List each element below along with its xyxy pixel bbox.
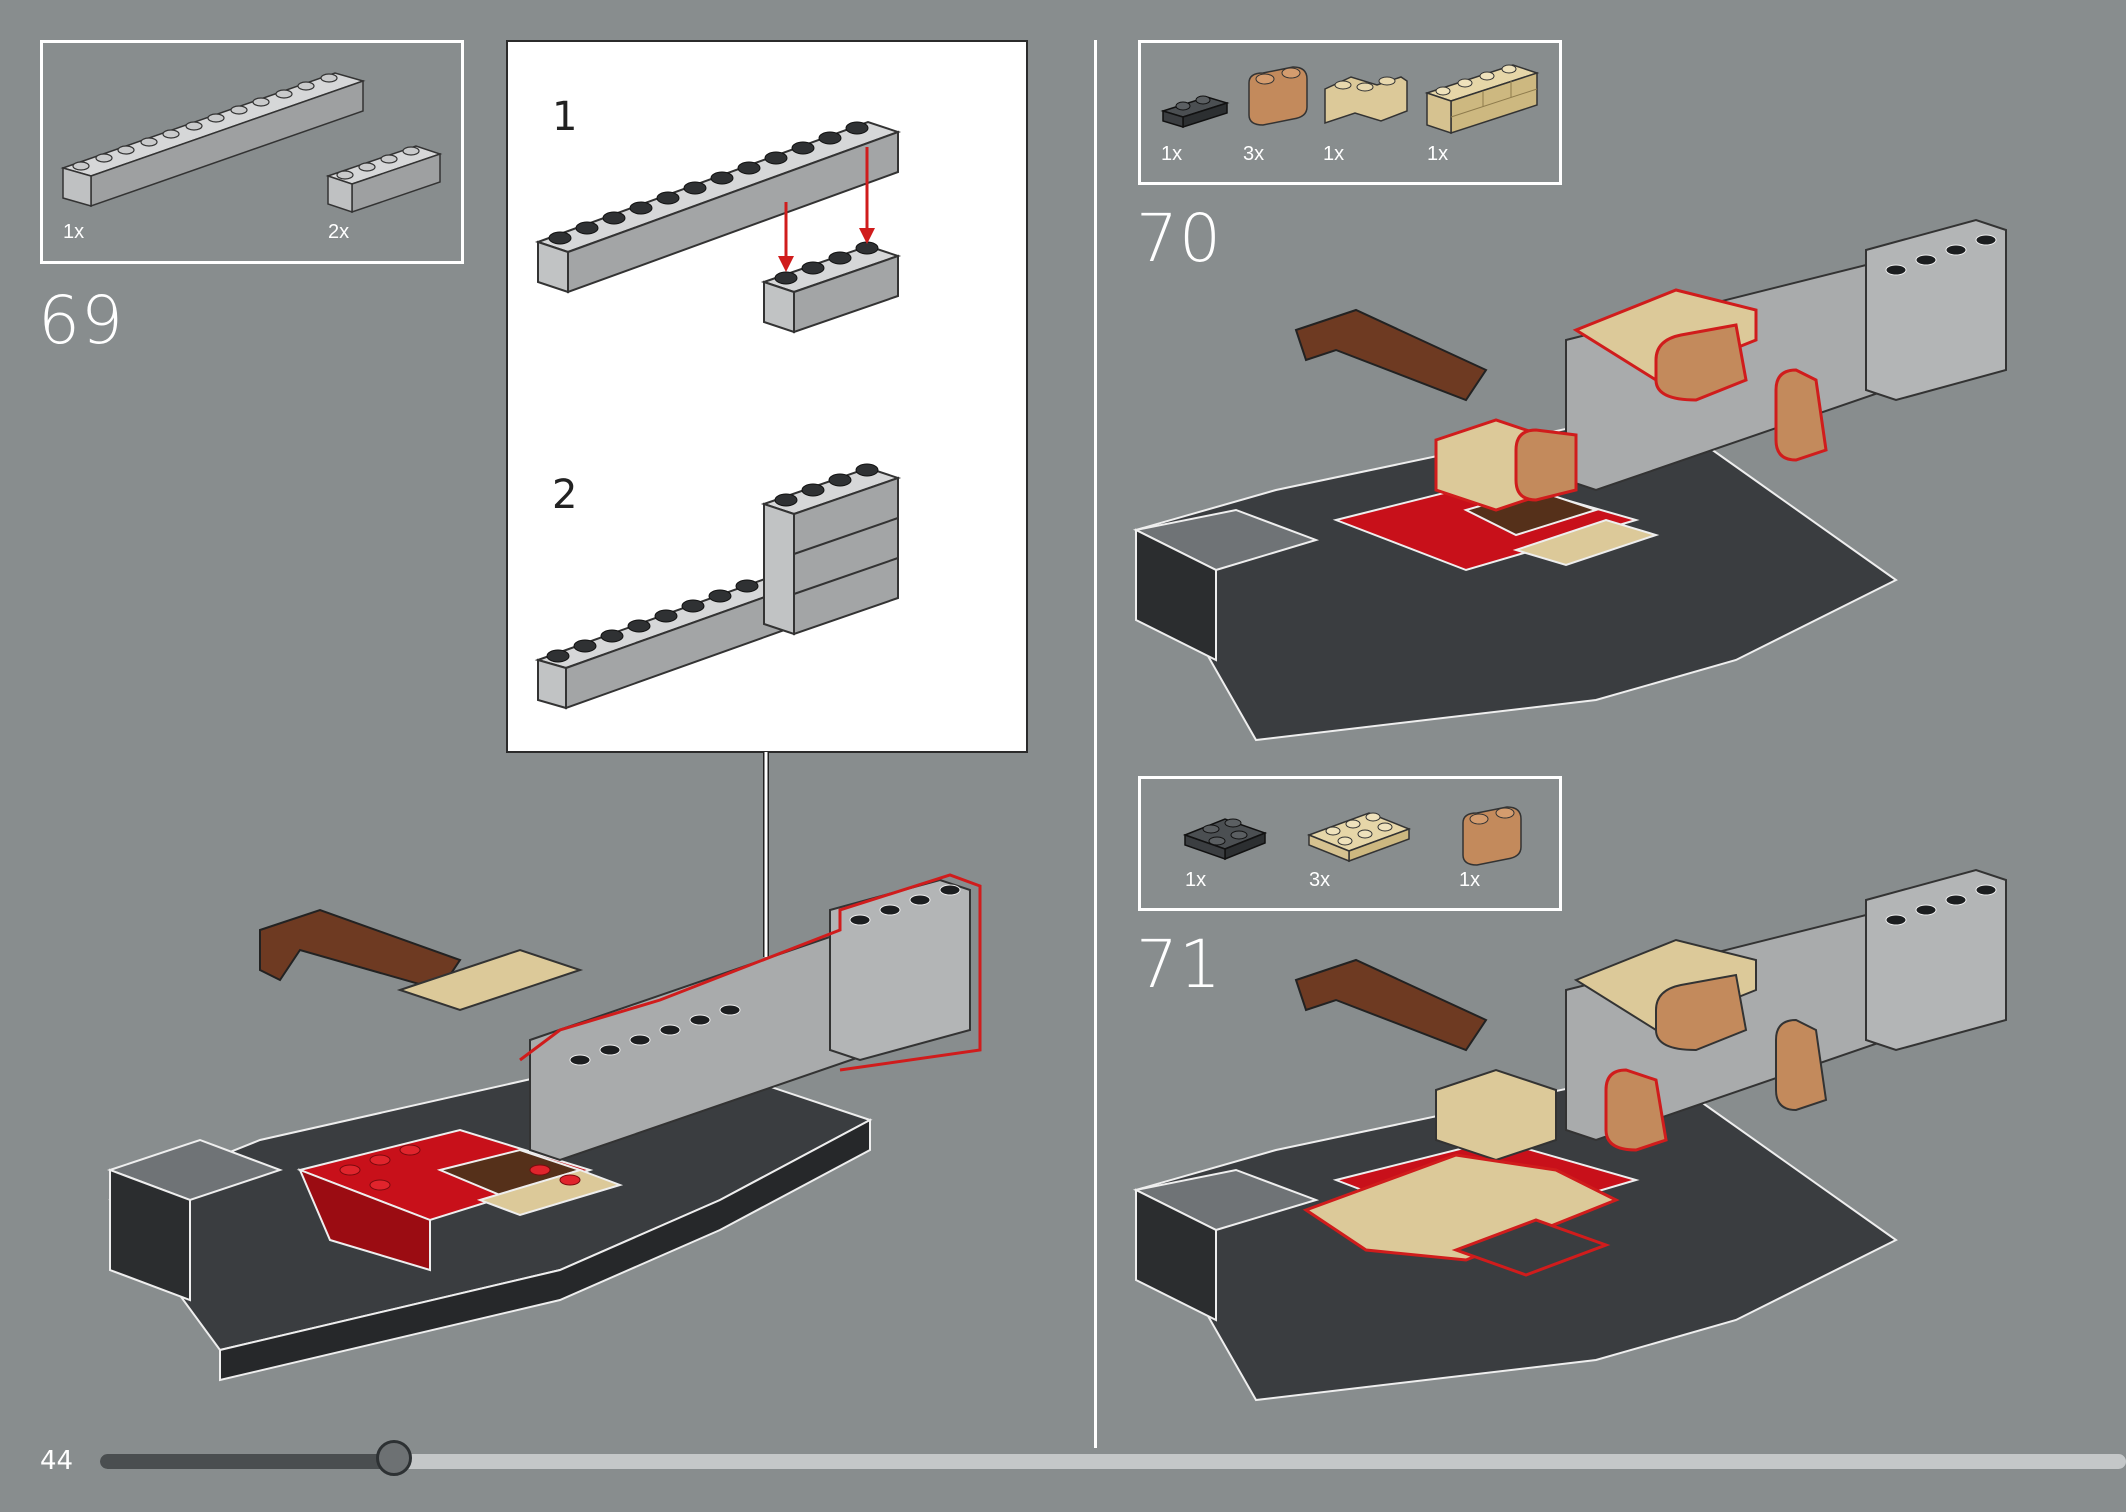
- part-qty: 1x: [1323, 143, 1345, 165]
- model-illustration-step-69: [107, 873, 982, 1382]
- nougat-round-brick-icon: [1462, 806, 1522, 866]
- progress-track[interactable]: [100, 1454, 2126, 1469]
- nougat-round-brick-icon: [1248, 66, 1308, 126]
- progress-slider-handle[interactable]: [376, 1440, 412, 1476]
- tan-2x3-plate-icon: [1306, 812, 1412, 863]
- part-qty: 1x: [1161, 143, 1183, 165]
- model-illustration-step-70: [1132, 218, 2007, 742]
- sub-assembly-callout: 1 2: [506, 40, 1028, 753]
- page-number: 44: [40, 1446, 74, 1476]
- red-arrow-icon: [778, 147, 875, 272]
- page-divider: [1094, 40, 1097, 1448]
- step-number: 71: [1136, 926, 1222, 1003]
- part-qty: 3x: [1309, 869, 1331, 891]
- part-qty: 1x: [1459, 869, 1481, 891]
- parts-list-step-70: 1x 3x 1x 1x: [1138, 40, 1562, 185]
- black-2x2-plate-icon: [1182, 818, 1268, 861]
- substep-1-illustration: [534, 120, 902, 334]
- model-illustration-step-71: [1132, 868, 2007, 1402]
- part-qty: 1x: [1185, 869, 1207, 891]
- progress-fill: [100, 1454, 394, 1469]
- parts-list-step-71: 1x 3x 1x: [1138, 776, 1562, 911]
- tan-corner-brick-icon: [1324, 76, 1408, 125]
- part-qty: 1x: [1427, 143, 1449, 165]
- part-qty: 2x: [328, 221, 350, 243]
- tan-masonry-brick-icon: [1424, 64, 1540, 135]
- part-qty: 3x: [1243, 143, 1265, 165]
- step-number: 70: [1136, 200, 1222, 277]
- substep-number: 1: [552, 94, 578, 140]
- black-1x2-plate-icon: [1160, 95, 1230, 129]
- light-gray-1x12-brick-icon: [60, 72, 366, 208]
- parts-list-step-69: 1x 2x: [40, 40, 464, 264]
- substep-number: 2: [552, 472, 578, 518]
- part-qty: 1x: [63, 221, 85, 243]
- light-gray-1x4-brick-icon: [325, 145, 443, 214]
- substep-2-illustration: [534, 463, 902, 710]
- step-number: 69: [38, 282, 124, 359]
